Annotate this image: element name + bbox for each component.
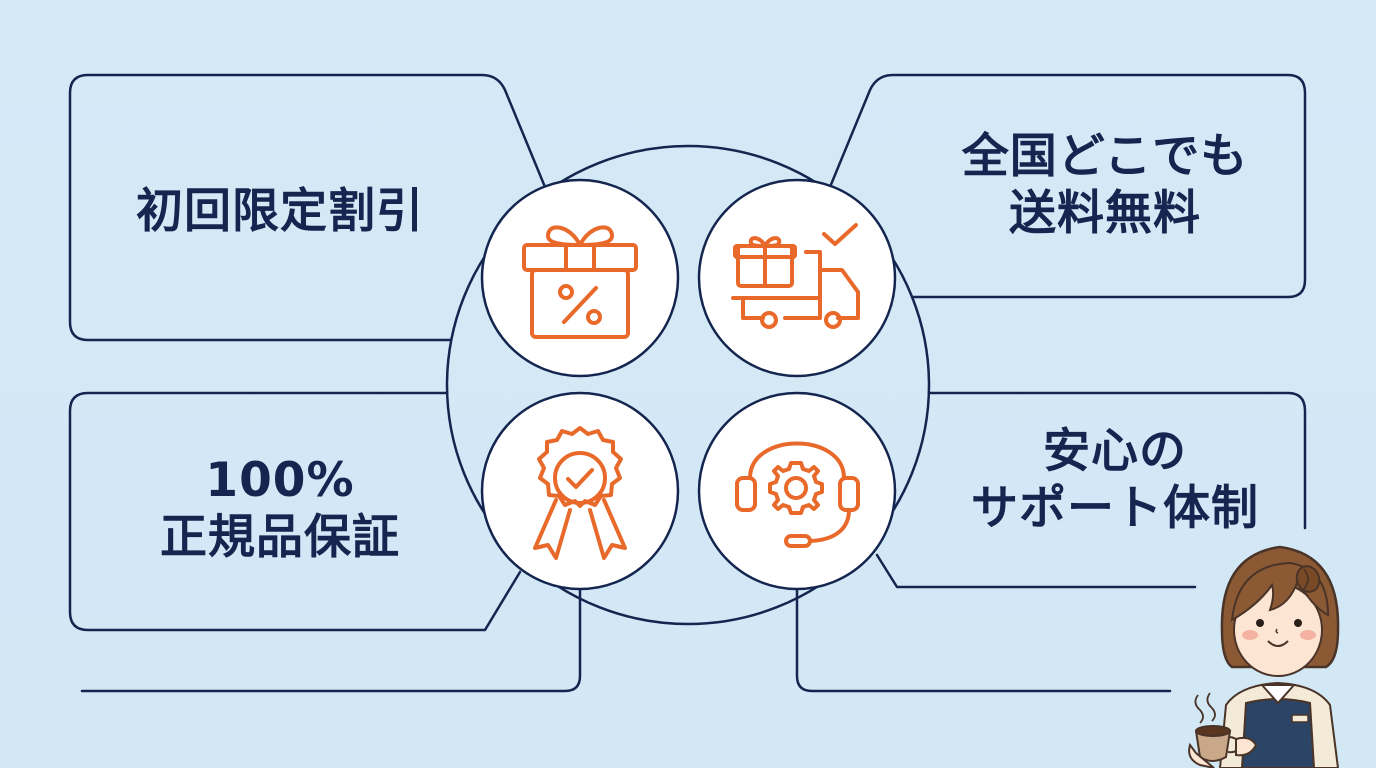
box-bottom-right-outline [927,391,1307,530]
label-line: 送料無料 [1009,186,1201,242]
icon-circle-bottom-left [480,391,680,591]
icon-circle-top-right [697,178,897,378]
gift-percent-icon [522,225,638,339]
label-line: 100% [205,453,355,508]
barista-mascot-icon [1188,545,1340,768]
label-line: 安心の [1043,424,1187,479]
box-bottom-left-outline [68,391,522,632]
feature-label-support: 安心の サポート体制 [930,423,1300,538]
label-line: 全国どこでも [961,129,1249,184]
feature-label-authenticity: 100% 正規品保証 [90,452,470,567]
headset-gear-icon [735,441,860,548]
label-line: 正規品保証 [160,510,400,566]
box-top-right-outline [828,73,1307,299]
icon-circle-top-left [480,178,680,378]
box-bottom-right-bottom [875,553,1197,589]
icon-circle-bottom-right [697,391,897,591]
feature-label-free-shipping: 全国どこでも 送料無料 [905,128,1305,243]
award-badge-check-icon [533,426,627,560]
box-top-left-outline [68,73,547,342]
label-line: 初回限定割引 [136,184,424,239]
feature-label-first-time-discount: 初回限定割引 [90,183,470,240]
connector-bottom-left [80,586,582,693]
connector-bottom-right [795,586,1172,693]
central-circle [445,144,931,626]
label-line: サポート体制 [971,481,1259,537]
delivery-truck-icon [731,223,860,329]
